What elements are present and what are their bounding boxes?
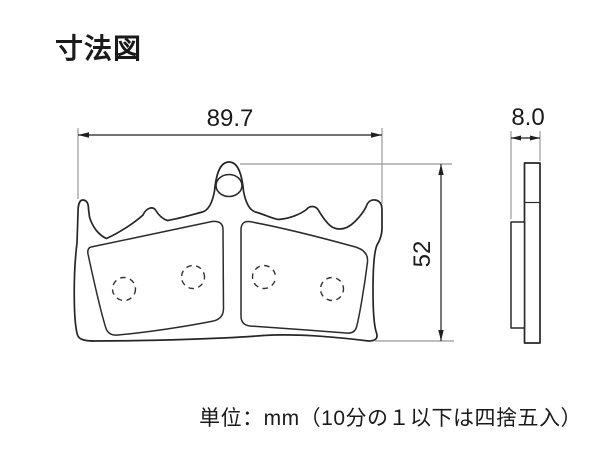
arrow-down-icon [438, 330, 444, 341]
tab-hole [215, 173, 243, 198]
width-dimension: 89.7 [77, 105, 383, 204]
height-dimension-label: 52 [409, 241, 436, 268]
page-title: 寸法図 [55, 33, 142, 64]
pad-hole-dashed-3 [251, 264, 277, 290]
width-dimension-label: 89.7 [207, 105, 254, 132]
arrow-left-icon [511, 135, 521, 141]
height-dimension: 52 [240, 163, 454, 342]
thickness-dimension: 8.0 [510, 104, 545, 219]
right-friction-pad [240, 220, 369, 334]
side-view [510, 162, 541, 344]
arrow-right-icon [371, 132, 382, 138]
front-view [73, 161, 383, 342]
arrow-right-icon [530, 135, 540, 141]
left-friction-pad [87, 220, 225, 336]
pad-hole-dashed-4 [319, 276, 345, 302]
arrow-left-icon [78, 132, 89, 138]
thickness-dimension-label: 8.0 [511, 104, 544, 131]
arrow-up-icon [438, 164, 444, 175]
side-backing-plate [523, 162, 541, 344]
side-friction-pad [510, 221, 526, 329]
pad-hole-dashed-2 [180, 264, 206, 290]
unit-note: 単位：mm（10分の１以下は四捨五入） [199, 407, 582, 430]
pad-hole-dashed-1 [111, 276, 137, 302]
